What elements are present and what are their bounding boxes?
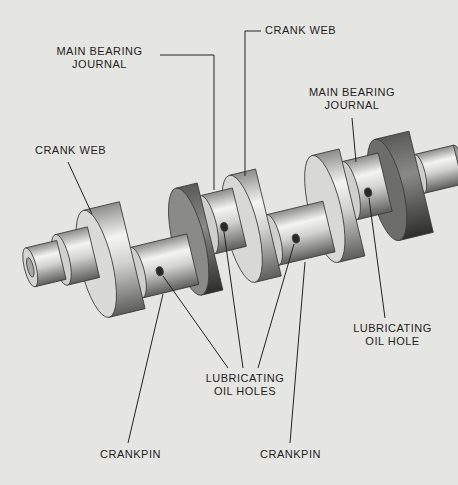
crankshaft	[14, 120, 458, 333]
part-label: LUBRICATING OIL HOLE	[345, 322, 440, 348]
part-label: MAIN BEARING JOURNAL	[297, 86, 407, 112]
part-label: CRANK WEB	[28, 144, 113, 157]
part-label: MAIN BEARING JOURNAL	[42, 45, 157, 71]
part-label: CRANK WEB	[265, 24, 350, 37]
part-label: CRANKPIN	[253, 448, 328, 461]
part-label: LUBRICATING OIL HOLES	[195, 372, 295, 398]
part-label: CRANKPIN	[93, 448, 168, 461]
